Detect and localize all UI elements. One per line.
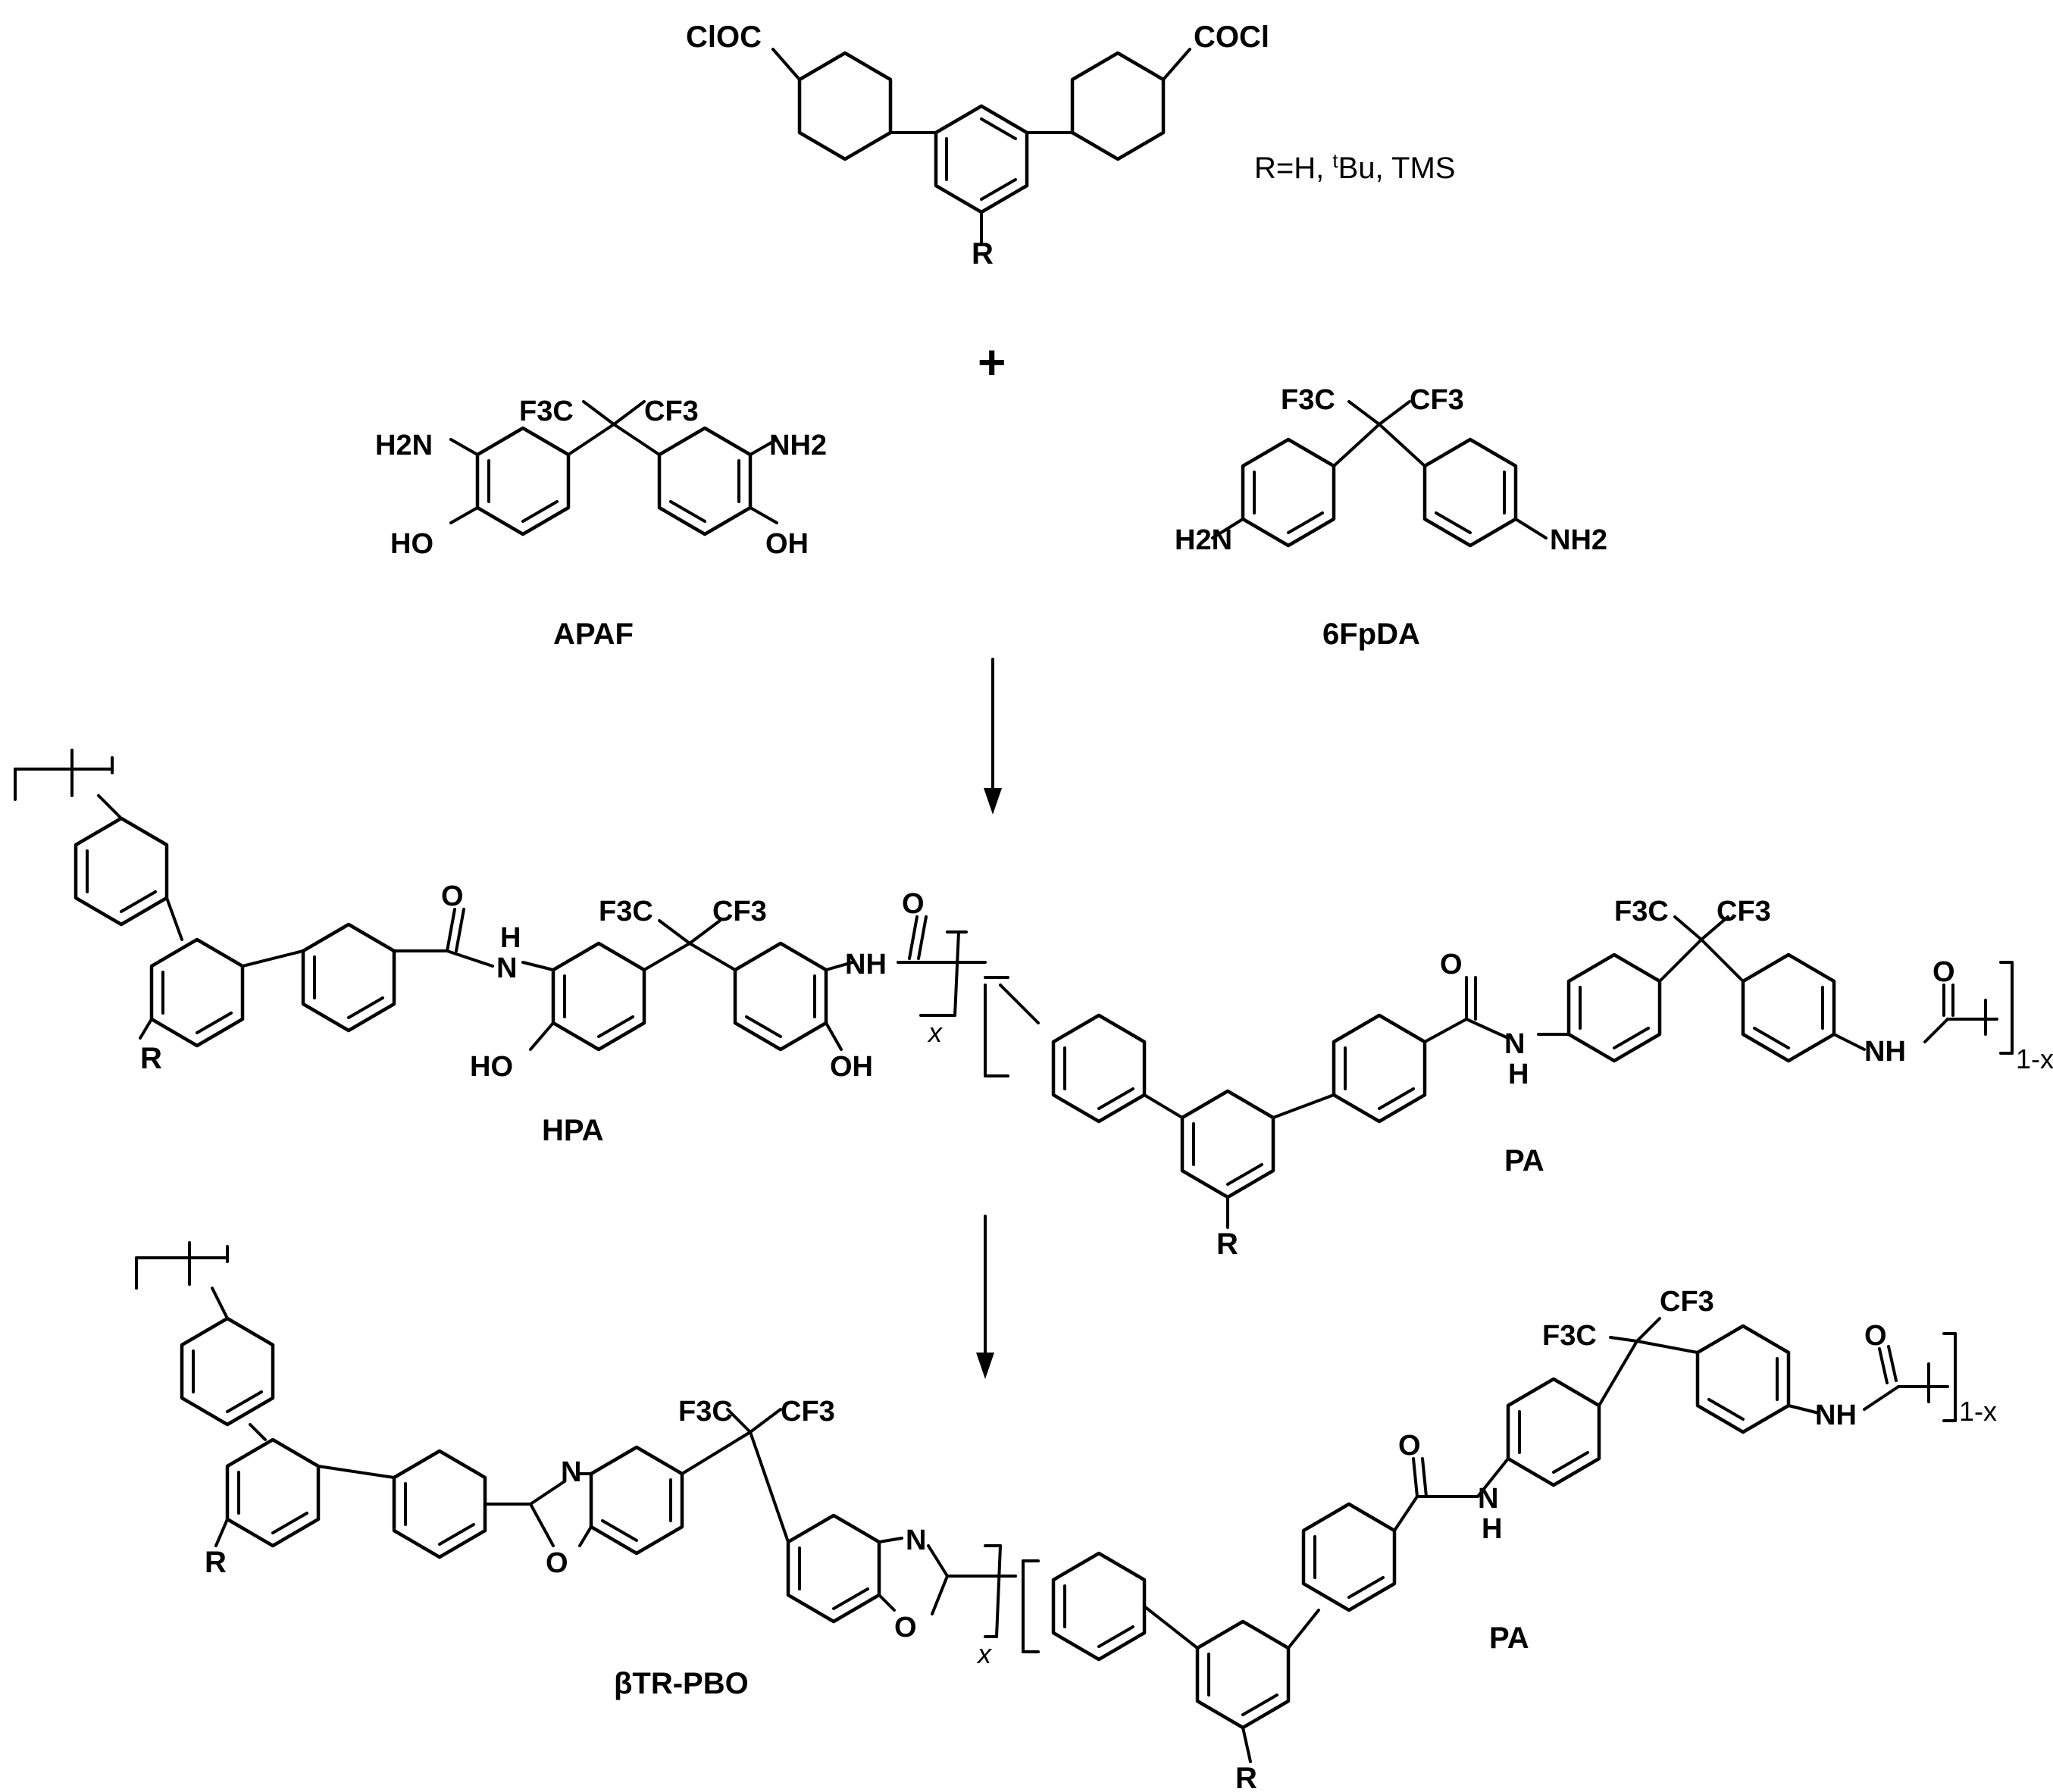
sixfpda-name: 6FpDA <box>1322 618 1420 651</box>
pbo-pa-n-label-1: N <box>1478 1483 1498 1515</box>
pa-subscript-1x: 1-x <box>2016 1043 2053 1074</box>
pbo-pa-r-label: R <box>1235 1762 1257 1792</box>
hpa-oh-right: OH <box>830 1051 873 1083</box>
pa-cf3-left: F3C <box>1614 896 1669 927</box>
pbo-pa-o-label-2: O <box>1864 1320 1887 1352</box>
pbo-n-label-2: N <box>906 1525 926 1556</box>
apaf-cf3-right: CF3 <box>644 396 699 427</box>
apaf-nh2-right: NH2 <box>769 430 827 461</box>
reaction-arrow-2 <box>976 1215 994 1379</box>
pbo-pa-subscript-1x: 1-x <box>1959 1396 1997 1427</box>
pa-name-2: PA <box>1489 1622 1529 1655</box>
pbo-name: βTR-PBO <box>614 1667 749 1700</box>
pa-cf3-right: CF3 <box>1717 896 1771 927</box>
pa-nh-label-2: NH <box>1864 1036 1906 1068</box>
apaf-cf3-left: F3C <box>519 396 574 427</box>
pbo-cf3-right: CF3 <box>781 1396 835 1428</box>
pbo-subscript-x: x <box>976 1638 993 1669</box>
hpa-n-label-1: N <box>496 952 517 984</box>
pbo-o-ring-1: O <box>546 1547 568 1579</box>
sixfpda-nh2-left: H2N <box>1175 524 1232 556</box>
hpa-name: HPA <box>542 1114 603 1147</box>
apaf-name: APAF <box>553 618 634 651</box>
pbo-o-ring-2: O <box>894 1612 917 1643</box>
tr-pbo-copolymer: R N O F3C CF3 N O x F3C CF3 O N H O NH 1… <box>135 1241 1997 1792</box>
monomer-r-label: R <box>972 237 994 271</box>
hpa-h-label-1: H <box>500 922 521 954</box>
apaf-oh-left: HO <box>390 528 433 560</box>
pbo-n-label-1: N <box>561 1456 581 1488</box>
sixfpda-cf3-right: CF3 <box>1410 384 1464 416</box>
hpa-cf3-left: F3C <box>599 896 653 927</box>
hpa-subscript-x: x <box>927 1017 944 1048</box>
hpa-nh-label-2: NH <box>845 949 887 980</box>
apaf-molecule: F3C CF3 H2N NH2 HO OH APAF <box>375 396 827 651</box>
pbo-cf3-left: F3C <box>678 1396 733 1428</box>
reaction-arrow-1 <box>984 658 1002 815</box>
apaf-nh2-left: H2N <box>375 430 433 461</box>
pa-o-label-2: O <box>1933 956 1955 988</box>
pa-name-1: PA <box>1504 1144 1544 1177</box>
sixfpda-molecule: F3C CF3 H2N NH2 6FpDA <box>1175 384 1607 651</box>
pa-o-label-1: O <box>1440 949 1463 980</box>
apaf-oh-right: OH <box>765 528 809 560</box>
terphenyl-diacid-chloride: ClOC COCl R R=H, tBu, TMS <box>686 20 1455 271</box>
pbo-pa-cf3-right: CF3 <box>1660 1286 1714 1318</box>
hpa-o-label-1: O <box>441 880 464 912</box>
pbo-r-label: R <box>205 1546 227 1579</box>
hpa-cf3-right: CF3 <box>712 896 767 927</box>
monomer-left-group: ClOC <box>686 20 762 54</box>
monomer-right-group: COCl <box>1194 20 1269 54</box>
r-definition: R=H, tBu, TMS <box>1254 149 1455 185</box>
pbo-pa-o-label-1: O <box>1398 1430 1421 1462</box>
hpa-pa-copolymer: R O H N F3C CF3 NH O HO OH x F3C CF3 O N… <box>14 749 2053 1261</box>
pa-r-label: R <box>1216 1228 1238 1261</box>
pa-n-label-1: N <box>1504 1028 1525 1060</box>
pbo-pa-h-label-1: H <box>1482 1513 1502 1545</box>
hpa-oh-left: HO <box>470 1051 513 1083</box>
hpa-o-label-2: O <box>902 888 925 920</box>
sixfpda-cf3-left: F3C <box>1281 384 1335 416</box>
pa-h-label-1: H <box>1508 1059 1529 1090</box>
hpa-r-label: R <box>140 1042 162 1075</box>
pbo-pa-cf3-left: F3C <box>1542 1320 1597 1352</box>
plus-sign: + <box>978 335 1006 389</box>
sixfpda-nh2-right: NH2 <box>1550 524 1607 556</box>
pbo-pa-nh-label-2: NH <box>1815 1400 1857 1431</box>
